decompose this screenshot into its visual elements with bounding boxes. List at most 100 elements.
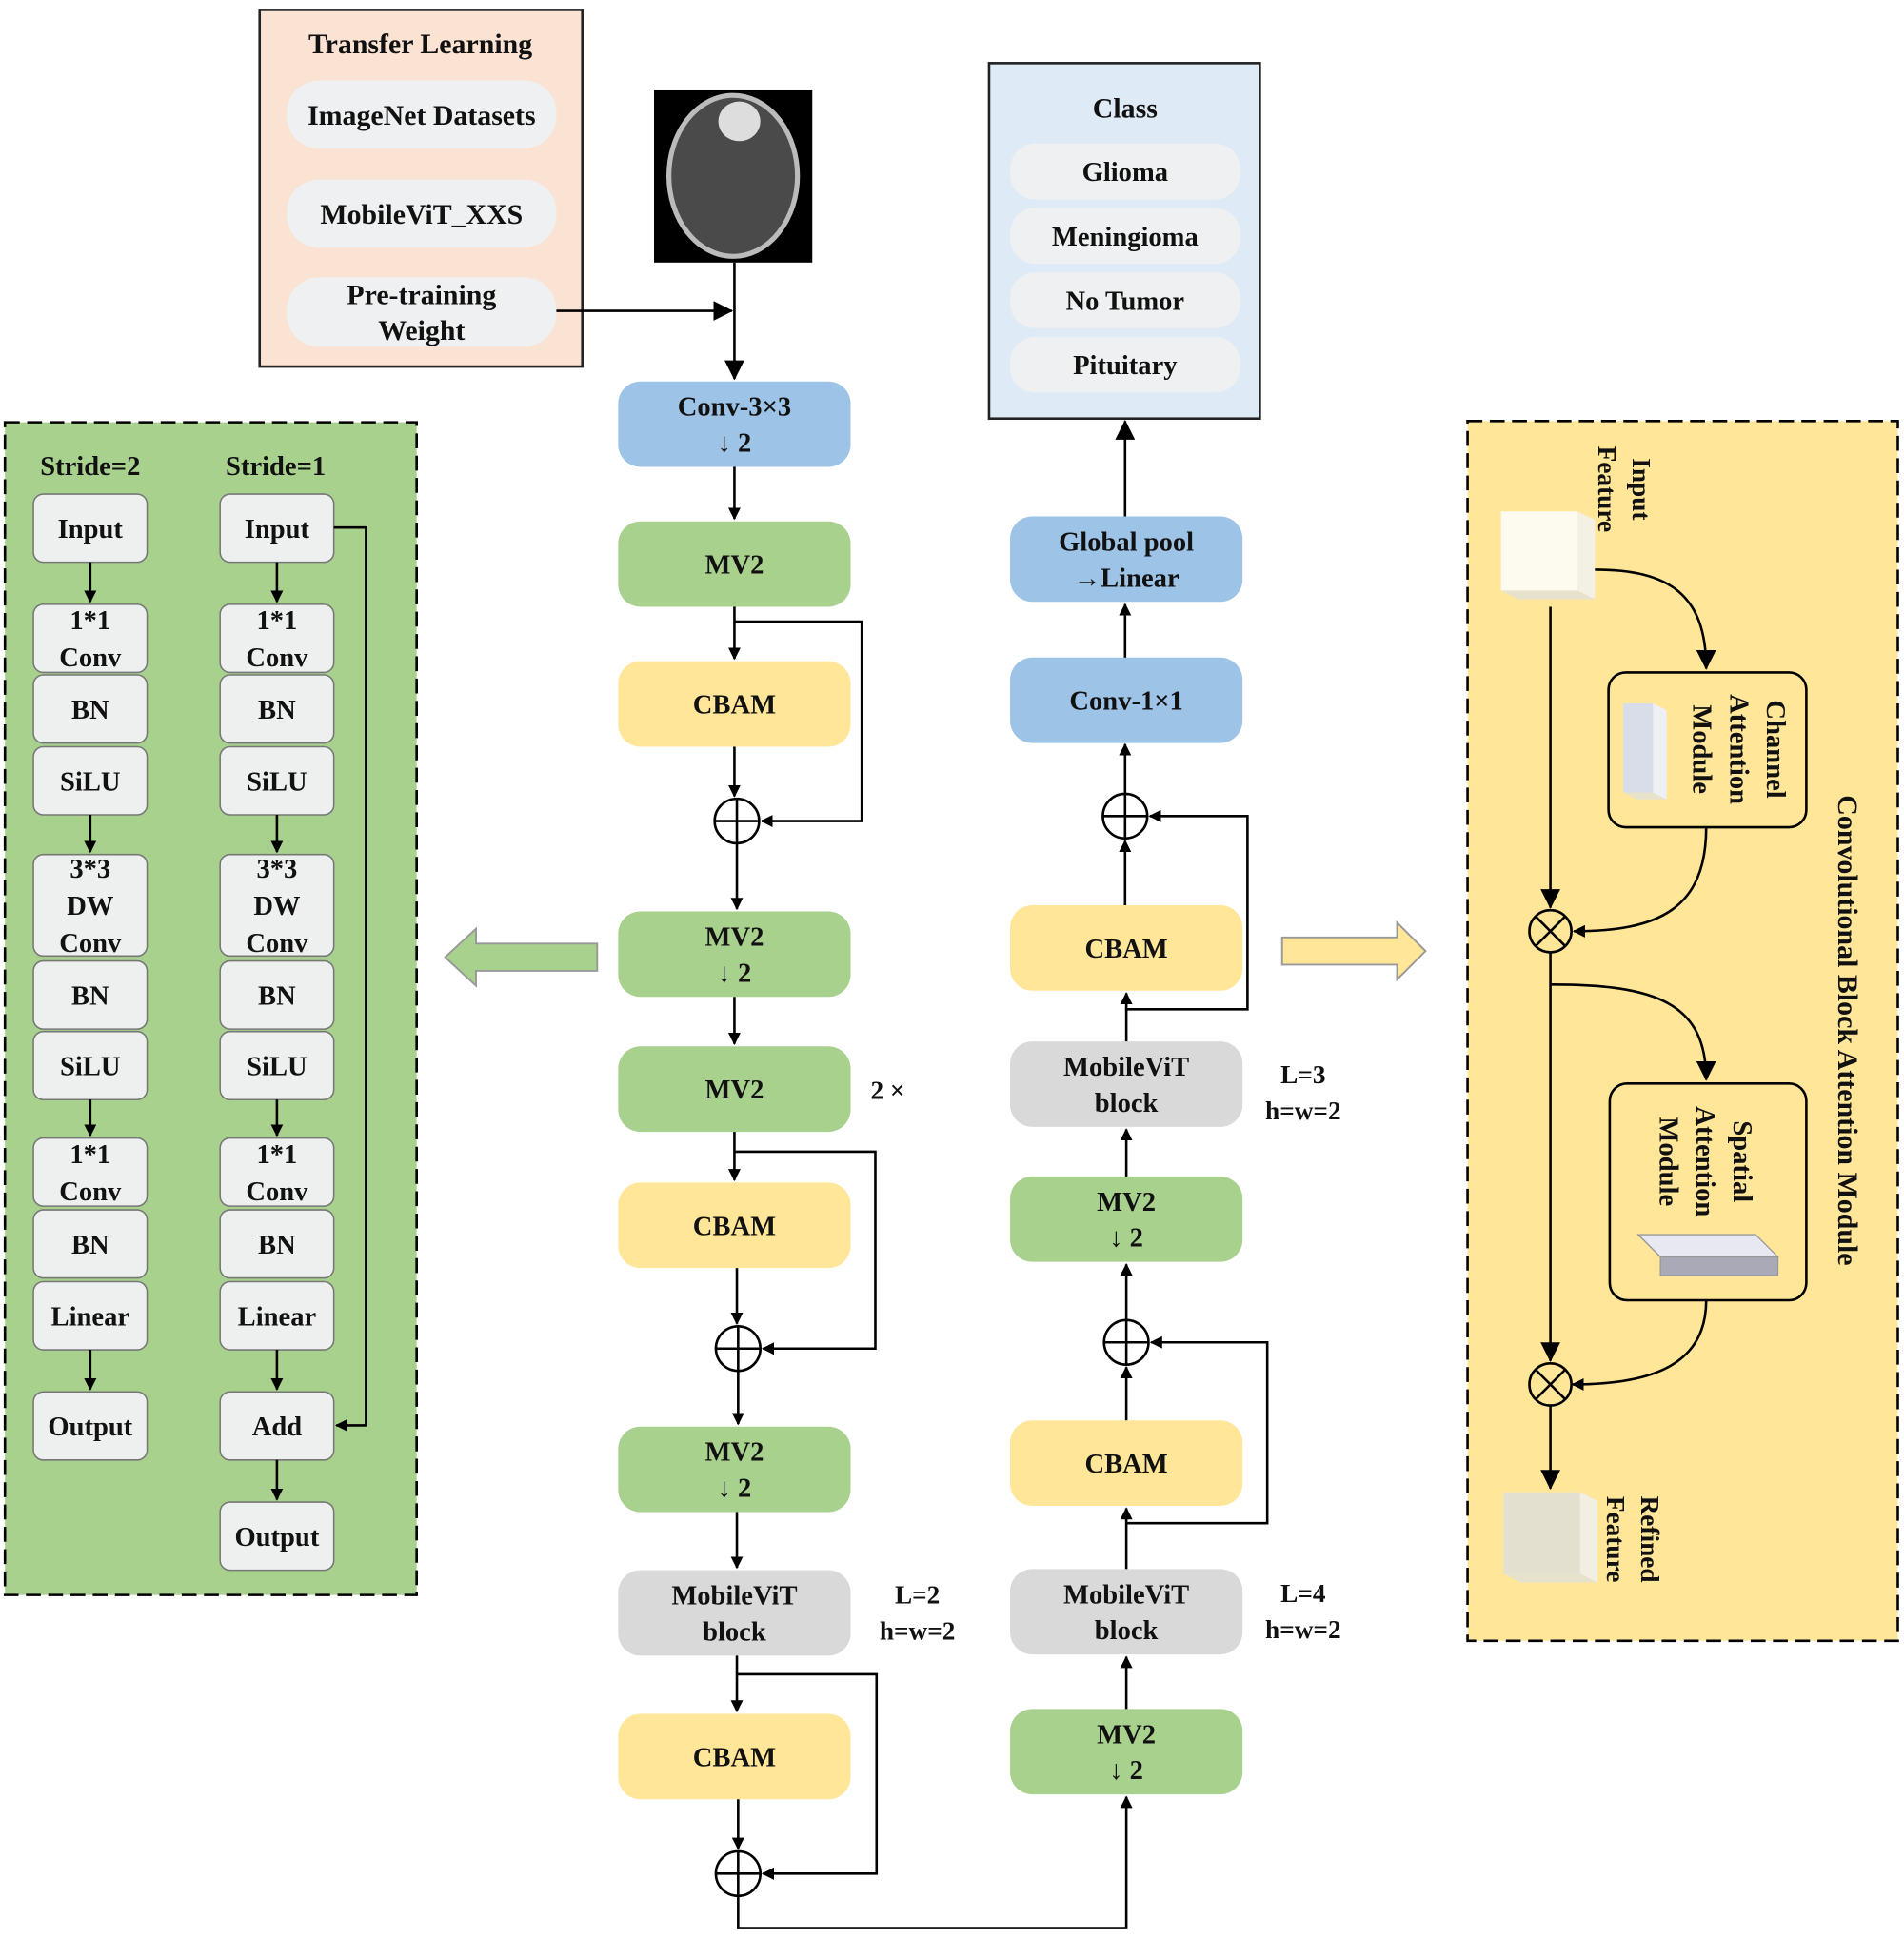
main-block: CBAM — [618, 661, 851, 747]
spatial-output-arrow — [1571, 1300, 1708, 1391]
second-block: Conv-1×1 — [1010, 657, 1243, 743]
class-item: Meningioma — [1010, 208, 1240, 265]
stride1-layer-label-line: Input — [245, 515, 310, 544]
stride2-layer-label: Input — [58, 515, 124, 544]
channel-attention-label: ChannelAttentionModule — [1686, 694, 1790, 804]
transfer-item: ImageNet Datasets — [287, 80, 557, 149]
stride2-layer-shape — [32, 674, 149, 744]
main-block-label: MV2↓ 2 — [705, 923, 764, 989]
expand-mv2-arrow-icon — [444, 926, 599, 988]
expand-cbam-arrow-icon — [1280, 920, 1427, 982]
refined-feature-label-line: Refined — [1636, 1496, 1664, 1583]
stride1-layer: BN — [219, 1209, 335, 1279]
transfer-item-shape — [287, 277, 557, 347]
stride2-layer: BN — [32, 674, 149, 744]
class-item: No Tumor — [1010, 272, 1240, 328]
stride1-layer-label: SiLU — [247, 767, 307, 797]
stride1-layer-label: SiLU — [247, 1052, 307, 1081]
class-item-shape — [1010, 272, 1240, 328]
stride2-layer-label-line: SiLU — [60, 767, 120, 797]
second-block-shape — [1010, 516, 1243, 603]
stride2-layer-label: BN — [71, 1231, 109, 1260]
refined-feature-label-line: Feature — [1601, 1496, 1630, 1582]
stride2-layer-label-line: Conv — [59, 643, 122, 673]
class-item-label: Meningioma — [1052, 223, 1199, 252]
main-block: CBAM — [618, 1182, 851, 1269]
stride1-label-line: Stride=1 — [226, 452, 326, 482]
skip-connection — [1124, 809, 1249, 1011]
stride2-layer: BN — [32, 959, 149, 1030]
second-block-shape — [1010, 1041, 1243, 1127]
second-block: MV2↓ 2 — [1010, 1709, 1243, 1795]
stride2-layer: BN — [32, 1209, 149, 1279]
stride2-layer-shape — [32, 959, 149, 1030]
second-block-label-line: →Linear — [1074, 564, 1180, 593]
main-block-shape — [618, 1713, 851, 1800]
brain-shape — [666, 92, 801, 259]
main-block-label: Conv-3×3↓ 2 — [678, 393, 791, 459]
main-block-label: CBAM — [693, 1212, 776, 1241]
second-block-label: CBAM — [1084, 1450, 1167, 1479]
main-block-label-line: MV2 — [705, 1438, 764, 1468]
stride2-layer: Linear — [32, 1280, 149, 1351]
second-block-label-line: ↓ 2 — [1109, 1224, 1143, 1254]
plus-icon — [714, 799, 760, 843]
stride1-layer-shape — [219, 1209, 335, 1279]
stride1-layer-label: Add — [252, 1413, 302, 1442]
stride1-layer-shape — [219, 603, 335, 674]
slab-body — [1637, 1234, 1779, 1276]
main-block-shape — [618, 661, 851, 747]
second-block-shape — [1010, 1569, 1243, 1655]
stride1-layer-label: Input — [245, 515, 310, 544]
stride2-layer-label-line: 1*1 — [69, 1140, 110, 1170]
second-block-label-line: ↓ 2 — [1109, 1756, 1143, 1786]
transfer-item: MobileViT_XXS — [287, 179, 557, 248]
input-feature-cube — [1500, 511, 1596, 600]
cube-side — [1577, 511, 1596, 600]
transfer-item-shape — [287, 80, 557, 149]
cube-front — [1500, 511, 1578, 591]
stride1-layer-label-line: BN — [258, 981, 296, 1011]
main-block-shape — [618, 911, 851, 998]
stride1-layer-label-line: Conv — [246, 1177, 308, 1207]
main-block-label-line: MobileViT — [671, 1582, 797, 1612]
class-item-label-line: Meningioma — [1052, 223, 1199, 252]
to-spatial-arrow — [1550, 982, 1716, 1081]
spatial-attention-slab — [1636, 1234, 1780, 1276]
stride1-layer-label-line: 1*1 — [256, 1140, 297, 1170]
second-block-shape — [1010, 1176, 1243, 1262]
second-block-label-line: CBAM — [1084, 935, 1167, 964]
plus-icon — [1103, 1319, 1149, 1365]
cube-side — [1653, 702, 1667, 800]
cbam-title-line: Convolutional Block Attention Module — [1832, 795, 1863, 1265]
stride2-layer-shape — [32, 1391, 149, 1461]
main-block-shape — [618, 381, 851, 467]
transfer-item-label-line: Pre-training — [347, 279, 496, 310]
residual-add-5 — [1101, 792, 1149, 840]
second-block-label: Global pool→Linear — [1059, 528, 1194, 594]
skip-connection — [734, 1150, 877, 1355]
main-block-label-line: CBAM — [693, 1212, 776, 1241]
second-block: CBAM — [1010, 1420, 1243, 1506]
main-block-label: CBAM — [693, 691, 776, 721]
main-block-shape — [618, 1046, 851, 1133]
spatial-attention-module — [1608, 1082, 1808, 1302]
stride1-layer-label-line: Conv — [246, 643, 308, 673]
main-block-label-line: MV2 — [705, 551, 764, 581]
stride1-layer-label-line: Linear — [238, 1302, 317, 1332]
second-block-label: MV2↓ 2 — [1097, 1188, 1156, 1254]
stride1-layer: Linear — [219, 1280, 335, 1351]
second-block: Global pool→Linear — [1010, 516, 1243, 603]
